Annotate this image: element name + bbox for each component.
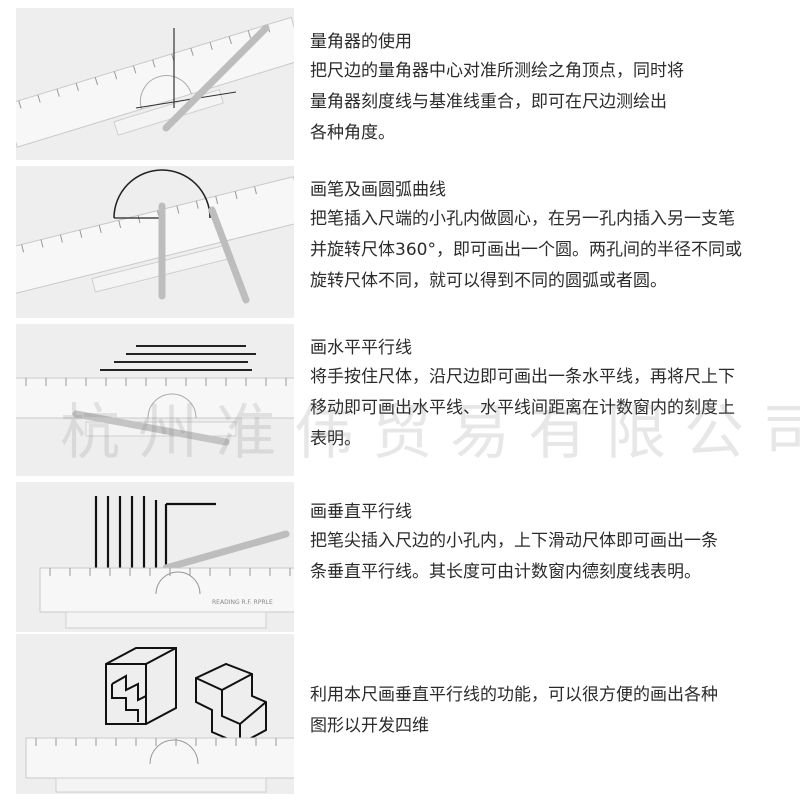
- section-line: 将手按住尺体，沿尺边即可画出一条水平线，再将尺上下: [310, 367, 735, 387]
- section-line: 利用本尺画垂直平行线的功能，可以很方便的画出各种: [310, 685, 718, 705]
- section-title: 画垂直平行线: [310, 502, 412, 522]
- section-text: 利用本尺画垂直平行线的功能，可以很方便的画出各种 图形以开发四维: [310, 680, 790, 742]
- section-line: 条垂直平行线。其长度可由计数窗内德刻度线表明。: [310, 562, 701, 582]
- section-protractor: 量角器的使用 把尺边的量角器中心对准所测绘之角顶点，同时将 量角器刻度线与基准线…: [0, 0, 800, 162]
- section-line: 把笔尖插入尺边的小孔内，上下滑动尺体即可画出一条: [310, 531, 718, 551]
- ruler-label: READING R.F. RPRLE: [212, 599, 273, 606]
- photo-horizontal: [16, 324, 294, 476]
- section-line: 把笔插入尺端的小孔内做圆心，在另一孔内插入另一支笔: [310, 209, 735, 229]
- section-shapes: 利用本尺画垂直平行线的功能，可以很方便的画出各种 图形以开发四维: [0, 634, 800, 800]
- section-line: 把尺边的量角器中心对准所测绘之角顶点，同时将: [310, 61, 684, 81]
- photo-protractor: [16, 8, 294, 160]
- photo-shapes: [16, 634, 294, 794]
- photo-vertical: READING R.F. RPRLE: [16, 482, 294, 632]
- section-line: 量角器刻度线与基准线重合，即可在尺边测绘出: [310, 92, 667, 112]
- section-text: 画笔及画圆弧曲线 把笔插入尺端的小孔内做圆心，在另一孔内插入另一支笔 并旋转尺体…: [310, 178, 790, 297]
- section-text: 画垂直平行线 把笔尖插入尺边的小孔内，上下滑动尺体即可画出一条 条垂直平行线。其…: [310, 500, 790, 588]
- section-title: 画水平平行线: [310, 338, 412, 358]
- section-line: 并旋转尺体360°，即可画出一个圆。两孔间的半径不同或: [310, 240, 742, 260]
- section-text: 画水平平行线 将手按住尺体，沿尺边即可画出一条水平线，再将尺上下 移动即可画出水…: [310, 336, 790, 455]
- section-line: 图形以开发四维: [310, 716, 429, 736]
- section-line: 表明。: [310, 429, 361, 449]
- section-vertical: READING R.F. RPRLE 画垂直平行线 把笔尖插入尺边的小孔内，上下…: [0, 478, 800, 634]
- section-title: 画笔及画圆弧曲线: [310, 180, 446, 200]
- section-line: 各种角度。: [310, 123, 395, 143]
- section-line: 移动即可画出水平线、水平线间距离在计数窗内的刻度上: [310, 398, 735, 418]
- section-text: 量角器的使用 把尺边的量角器中心对准所测绘之角顶点，同时将 量角器刻度线与基准线…: [310, 30, 790, 149]
- section-line: 旋转尺体不同，就可以得到不同的圆弧或者圆。: [310, 271, 667, 291]
- section-horizontal: 画水平平行线 将手按住尺体，沿尺边即可画出一条水平线，再将尺上下 移动即可画出水…: [0, 320, 800, 478]
- section-title: 量角器的使用: [310, 32, 412, 52]
- photo-circle: [16, 166, 294, 318]
- section-circle: 画笔及画圆弧曲线 把笔插入尺端的小孔内做圆心，在另一孔内插入另一支笔 并旋转尺体…: [0, 162, 800, 320]
